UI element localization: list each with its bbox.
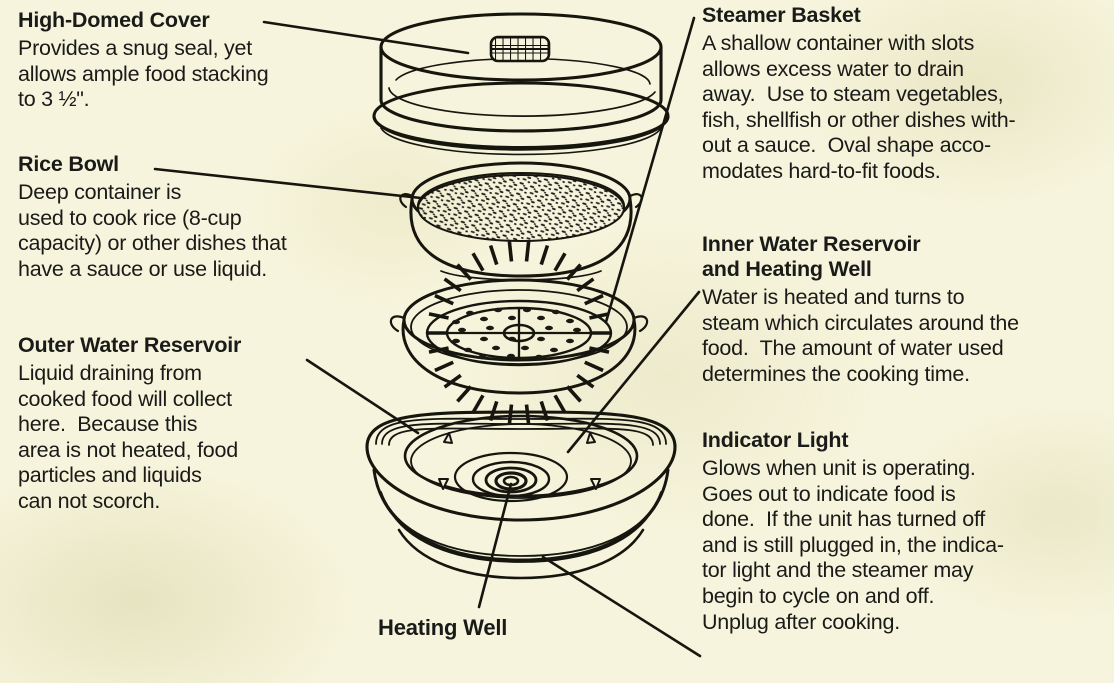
label-block-high-domed-cover: High-Domed Cover Provides a snug seal, y… [18, 8, 269, 113]
heading-inner-water-reservoir: Inner Water Reservoir and Heating Well [702, 232, 921, 281]
label-block-rice-bowl: Rice Bowl Deep container is used to cook… [18, 152, 287, 282]
body-high-domed-cover: Provides a snug seal, yet allows ample f… [18, 36, 269, 112]
body-indicator-light: Glows when unit is operating. Goes out t… [702, 456, 1004, 634]
heading-high-domed-cover: High-Domed Cover [18, 8, 210, 32]
body-inner-water-reservoir: Water is heated and turns to steam which… [702, 285, 1019, 386]
heading-outer-water-reservoir: Outer Water Reservoir [18, 333, 242, 357]
body-rice-bowl: Deep container is used to cook rice (8-c… [18, 180, 287, 281]
label-block-steamer-basket: Steamer Basket A shallow container with … [702, 3, 1016, 185]
heading-indicator-light: Indicator Light [702, 428, 849, 452]
heading-rice-bowl: Rice Bowl [18, 152, 119, 176]
label-block-indicator-light: Indicator Light Glows when unit is opera… [702, 428, 1004, 635]
body-outer-water-reservoir: Liquid draining from cooked food will co… [18, 361, 238, 513]
label-heating-well: Heating Well [378, 615, 508, 640]
heading-steamer-basket: Steamer Basket [702, 3, 861, 27]
body-steamer-basket: A shallow container with slots allows ex… [702, 31, 1016, 183]
label-block-outer-water-reservoir: Outer Water Reservoir Liquid draining fr… [18, 333, 241, 515]
label-block-inner-water-reservoir: Inner Water Reservoir and Heating Well W… [702, 232, 1019, 387]
